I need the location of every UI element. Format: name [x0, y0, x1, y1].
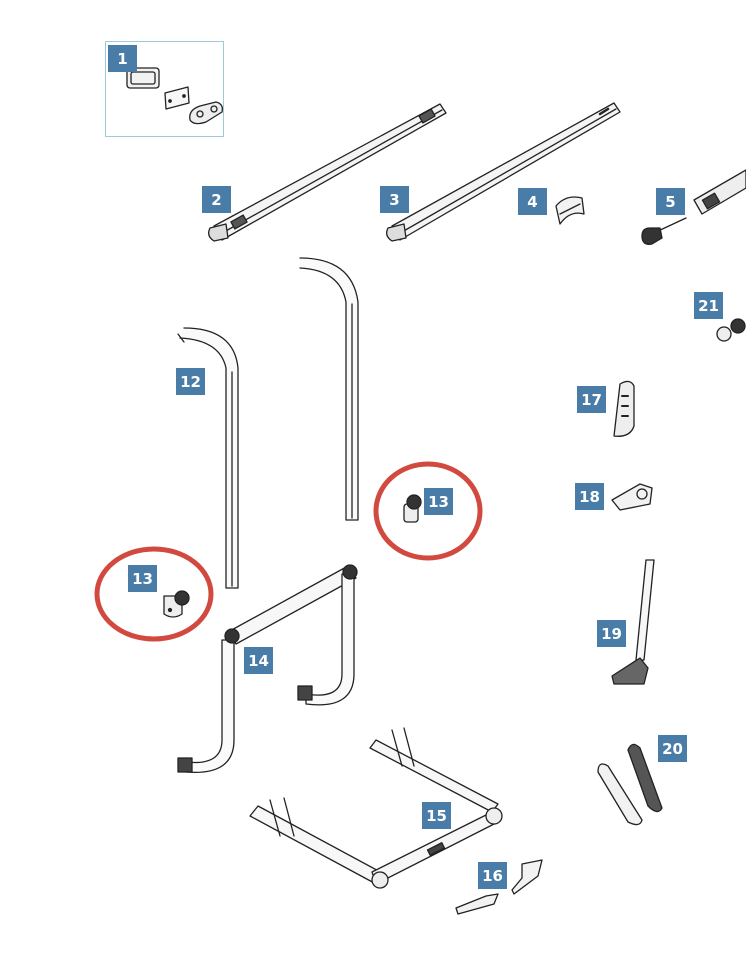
part-12-right-pole — [299, 257, 359, 521]
part-17-clamp — [613, 380, 635, 437]
part-13-connector-right — [403, 494, 422, 523]
callout-13-left[interactable]: 13 — [128, 565, 157, 592]
callout-21[interactable]: 21 — [694, 292, 723, 319]
part-12-left-pole — [177, 327, 239, 589]
part-18-cap — [611, 483, 653, 511]
part-20-brackets — [597, 743, 663, 826]
callout-17[interactable]: 17 — [577, 386, 606, 413]
part-1-group-box — [105, 41, 224, 137]
part-1-bracket-set — [126, 67, 224, 125]
callout-12[interactable]: 12 — [176, 368, 205, 395]
part-3-rail — [386, 102, 621, 242]
part-19-lever — [611, 559, 655, 685]
part-21-knob — [716, 318, 746, 342]
callout-19[interactable]: 19 — [597, 620, 626, 647]
callout-20[interactable]: 20 — [658, 735, 687, 762]
callout-13-right[interactable]: 13 — [424, 488, 453, 515]
highlight-circle-13-right — [373, 461, 483, 561]
part-5-end-piece — [641, 169, 746, 245]
highlight-circle-13-left — [94, 546, 214, 642]
callout-4[interactable]: 4 — [518, 188, 547, 215]
callout-2[interactable]: 2 — [202, 186, 231, 213]
callout-5[interactable]: 5 — [656, 188, 685, 215]
part-15-base — [249, 727, 503, 889]
callout-1[interactable]: 1 — [108, 45, 137, 72]
callout-3[interactable]: 3 — [380, 186, 409, 213]
callout-14[interactable]: 14 — [244, 647, 273, 674]
part-4-clip — [555, 196, 585, 225]
callout-18[interactable]: 18 — [575, 483, 604, 510]
part-13-connector-left — [163, 590, 190, 618]
callout-15[interactable]: 15 — [422, 802, 451, 829]
part-2-rail — [208, 103, 447, 242]
part-14-frame — [177, 564, 358, 774]
part-16-plates — [455, 859, 543, 915]
callout-16[interactable]: 16 — [478, 862, 507, 889]
